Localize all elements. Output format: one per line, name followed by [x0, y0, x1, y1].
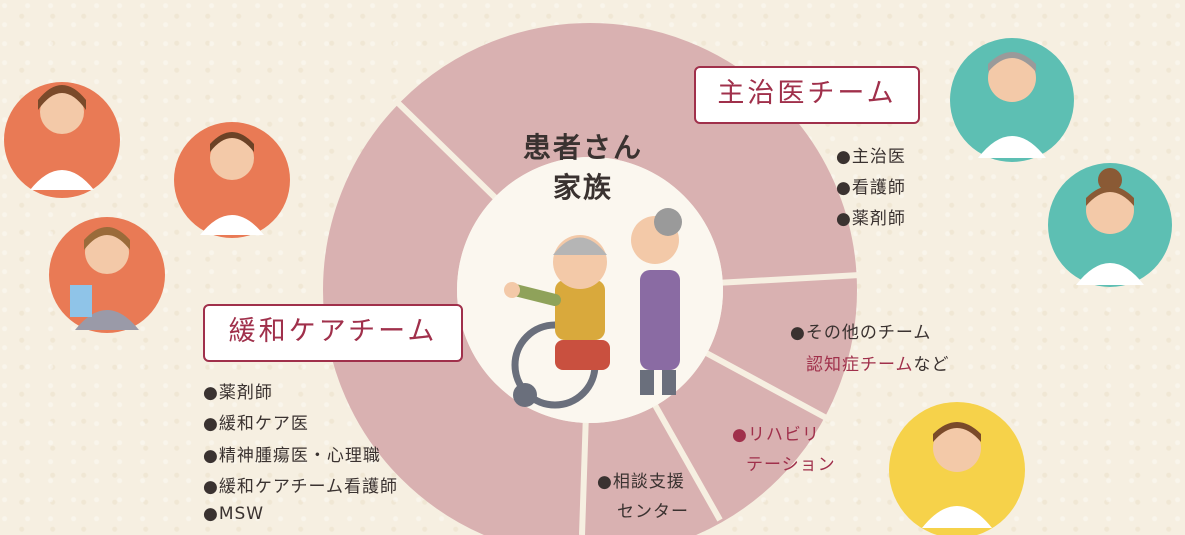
palliative-member-2: ●緩和ケア医 — [203, 414, 309, 434]
rehab-line1: ●リハビリ — [732, 425, 820, 445]
center-title-line1: 患者さん — [522, 131, 643, 164]
other-team-line1: ●その他のチーム — [790, 323, 932, 343]
grandpa-hair — [553, 237, 607, 255]
avatar-nurse-man — [174, 122, 290, 238]
consult-line2: センター — [617, 502, 689, 522]
primary-team-label: 主治医チーム — [694, 66, 920, 124]
rehab-line2: テーション — [746, 455, 836, 475]
other-team-highlight: 認知症チーム — [806, 355, 914, 375]
palliative-team-label: 緩和ケアチーム — [203, 304, 463, 362]
palliative-member-5: ●MSW — [203, 504, 265, 524]
primary-member-1: ●主治医 — [836, 147, 906, 167]
avatar-doctor-man — [950, 38, 1074, 162]
avatar-doctor-woman — [4, 82, 120, 198]
palliative-member-3: ●精神腫瘍医・心理職 — [203, 446, 381, 466]
grandma-hair — [654, 208, 682, 236]
other-team-suffix: など — [913, 355, 950, 375]
avatar-therapist-man — [889, 402, 1025, 535]
avatar-pharmacist-woman — [49, 217, 165, 333]
other-team-line2: 認知症チームなど — [806, 350, 950, 375]
grandpa-vest — [555, 280, 605, 340]
wheelchair-small-wheel — [513, 383, 537, 407]
primary-member-2: ●看護師 — [836, 178, 906, 198]
palliative-member-1: ●薬剤師 — [203, 383, 273, 403]
grandma-apron — [640, 270, 680, 370]
palliative-member-4: ●緩和ケアチーム看護師 — [203, 477, 398, 497]
patient-family-illustration — [504, 208, 682, 409]
avatar-nurse-woman — [1048, 163, 1172, 287]
primary-member-3: ●薬剤師 — [836, 209, 906, 229]
team-ring — [323, 23, 857, 535]
consult-line1: ●相談支援 — [597, 472, 685, 492]
center-title-line2: 家族 — [552, 171, 613, 204]
